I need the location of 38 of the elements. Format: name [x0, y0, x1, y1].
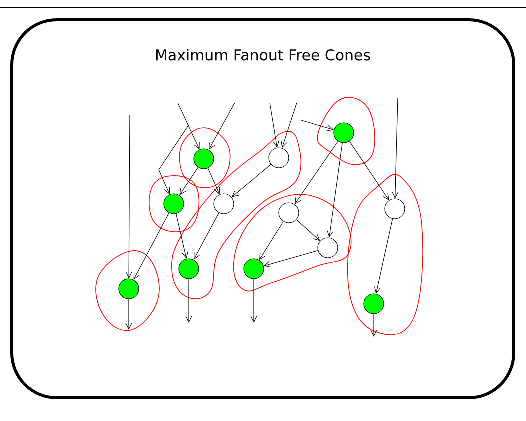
arrow [300, 120, 334, 132]
arrow [294, 141, 338, 205]
arrow [270, 102, 280, 148]
arrow [296, 220, 320, 242]
gate-circle [214, 194, 234, 214]
arrow [209, 102, 236, 150]
arrow [281, 102, 298, 148]
arrow [126, 114, 132, 279]
arrow [370, 314, 378, 337]
arrow [250, 279, 258, 323]
gate-circle [384, 198, 406, 220]
arrow [327, 142, 343, 238]
gate-circle [364, 294, 384, 314]
title: Maximum Fanout Free Cones [156, 49, 370, 61]
arrow [392, 98, 399, 199]
gate-circle [164, 194, 184, 214]
gate-circle [334, 122, 354, 144]
arrow [349, 141, 390, 200]
arrow [232, 164, 272, 198]
gate-circle [118, 278, 140, 300]
gate-circle [318, 238, 338, 258]
arrow [134, 212, 170, 280]
gate-circle [244, 258, 264, 280]
arrow [259, 221, 284, 260]
gate-circle [278, 202, 300, 224]
gate-circle [194, 148, 214, 170]
arrow [374, 218, 394, 294]
arrow [178, 102, 200, 150]
gate-circle [268, 148, 290, 168]
arrow [208, 168, 220, 195]
arrow [180, 167, 199, 196]
arrow [176, 214, 188, 259]
arrow [126, 299, 132, 330]
arrow [186, 279, 192, 323]
arrow [264, 250, 318, 268]
arrow [158, 124, 190, 195]
arrow [194, 212, 220, 260]
gate-circle [178, 258, 200, 280]
